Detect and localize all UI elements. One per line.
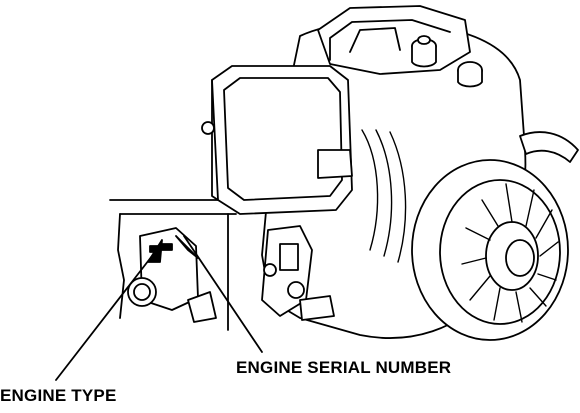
engine-serial-number-label: ENGINE SERIAL NUMBER	[236, 358, 452, 377]
engine-type-arrow	[148, 240, 162, 262]
engine-top-housing	[318, 6, 470, 74]
starter-handle	[520, 132, 578, 162]
engine-type-label: ENGINE TYPE	[0, 386, 117, 405]
oil-cap	[458, 62, 482, 87]
cooling-fins	[362, 130, 406, 262]
air-cleaner	[202, 66, 352, 214]
label-mount-area	[128, 228, 216, 322]
serial-number-arrow	[176, 236, 198, 258]
recoil-starter	[412, 160, 568, 340]
carburetor	[262, 226, 334, 320]
callout-leaders	[56, 236, 262, 380]
fuel-cap	[412, 36, 436, 67]
